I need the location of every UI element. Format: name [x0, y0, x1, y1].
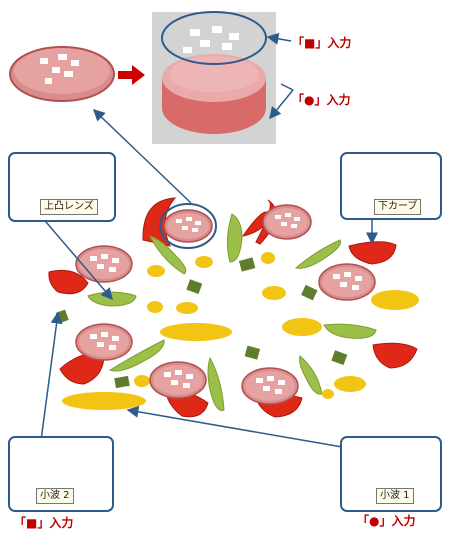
- connector-arrows: [39, 108, 378, 449]
- label-circle-input-top: 「●」入力: [292, 93, 351, 107]
- tooltip-convex-lens: 上凸レンズ: [40, 199, 98, 215]
- flat-salami-example: [9, 46, 115, 102]
- label-square-input-bottom: 「■」入力: [14, 516, 74, 530]
- panel-small-wave-2: 小波 2: [8, 436, 114, 512]
- panel-small-wave-1: 小波 1: [340, 436, 442, 512]
- pizza-toppings: [48, 197, 419, 418]
- 3d-salami-example: [152, 11, 276, 144]
- label-circle-input-bottom: 「●」入力: [357, 514, 416, 528]
- highlight-ellipse: [159, 203, 217, 249]
- label-square-input-top: 「■」入力: [292, 36, 352, 50]
- panel-convex-lens: 上凸レンズ: [8, 152, 116, 222]
- panel-down-curve: 下カーブ: [340, 152, 442, 220]
- transform-arrow: [118, 65, 145, 85]
- tooltip-small-wave-1: 小波 1: [376, 488, 414, 504]
- tooltip-small-wave-2: 小波 2: [36, 488, 74, 504]
- tooltip-down-curve: 下カーブ: [374, 199, 422, 215]
